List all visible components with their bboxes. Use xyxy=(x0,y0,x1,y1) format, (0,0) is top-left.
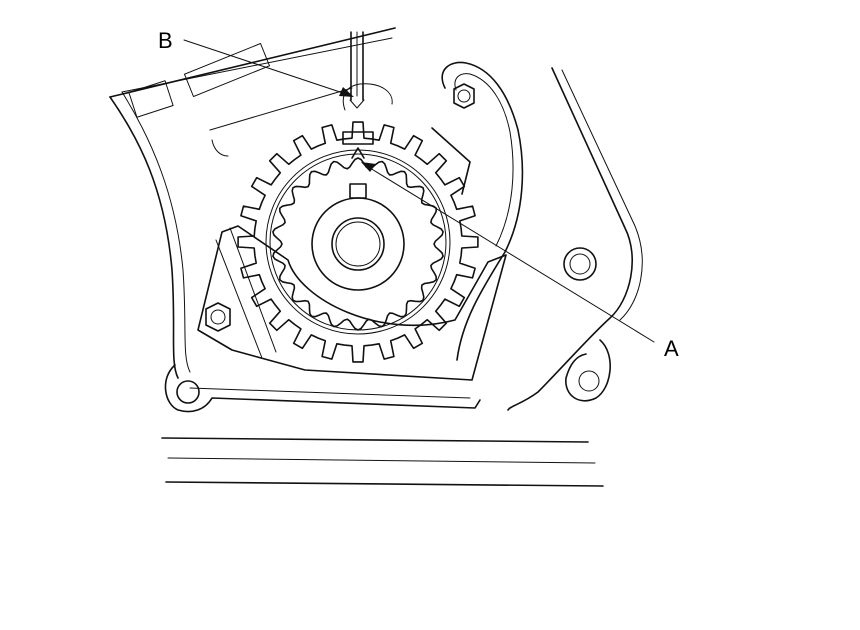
inner-gear xyxy=(272,157,444,331)
sprocket-rim xyxy=(265,149,451,335)
gear-timing-notch xyxy=(351,147,365,159)
hub-bore-edge xyxy=(335,221,381,267)
tool-b xyxy=(342,31,393,111)
right-housing-edge xyxy=(507,67,643,411)
lower-left-ear xyxy=(164,364,481,413)
upper-bolt xyxy=(453,83,475,109)
sprocket-timing-mark xyxy=(342,131,374,145)
callout-label-a: A xyxy=(664,336,679,361)
leader-a xyxy=(361,162,655,343)
hub-outer xyxy=(311,197,405,291)
lower-mounting-plate xyxy=(197,225,507,381)
callout-label-b: B xyxy=(158,28,173,53)
base-lines xyxy=(161,437,604,487)
lower-bolt xyxy=(205,302,231,332)
tensioner-bracket xyxy=(431,61,524,361)
hub-bore xyxy=(331,217,385,271)
sprocket-assembly xyxy=(237,121,479,363)
keyway-mark xyxy=(349,183,367,199)
outer-sprocket xyxy=(237,121,479,363)
leader-b xyxy=(183,39,354,97)
sprocket-rim-inner xyxy=(269,153,447,331)
